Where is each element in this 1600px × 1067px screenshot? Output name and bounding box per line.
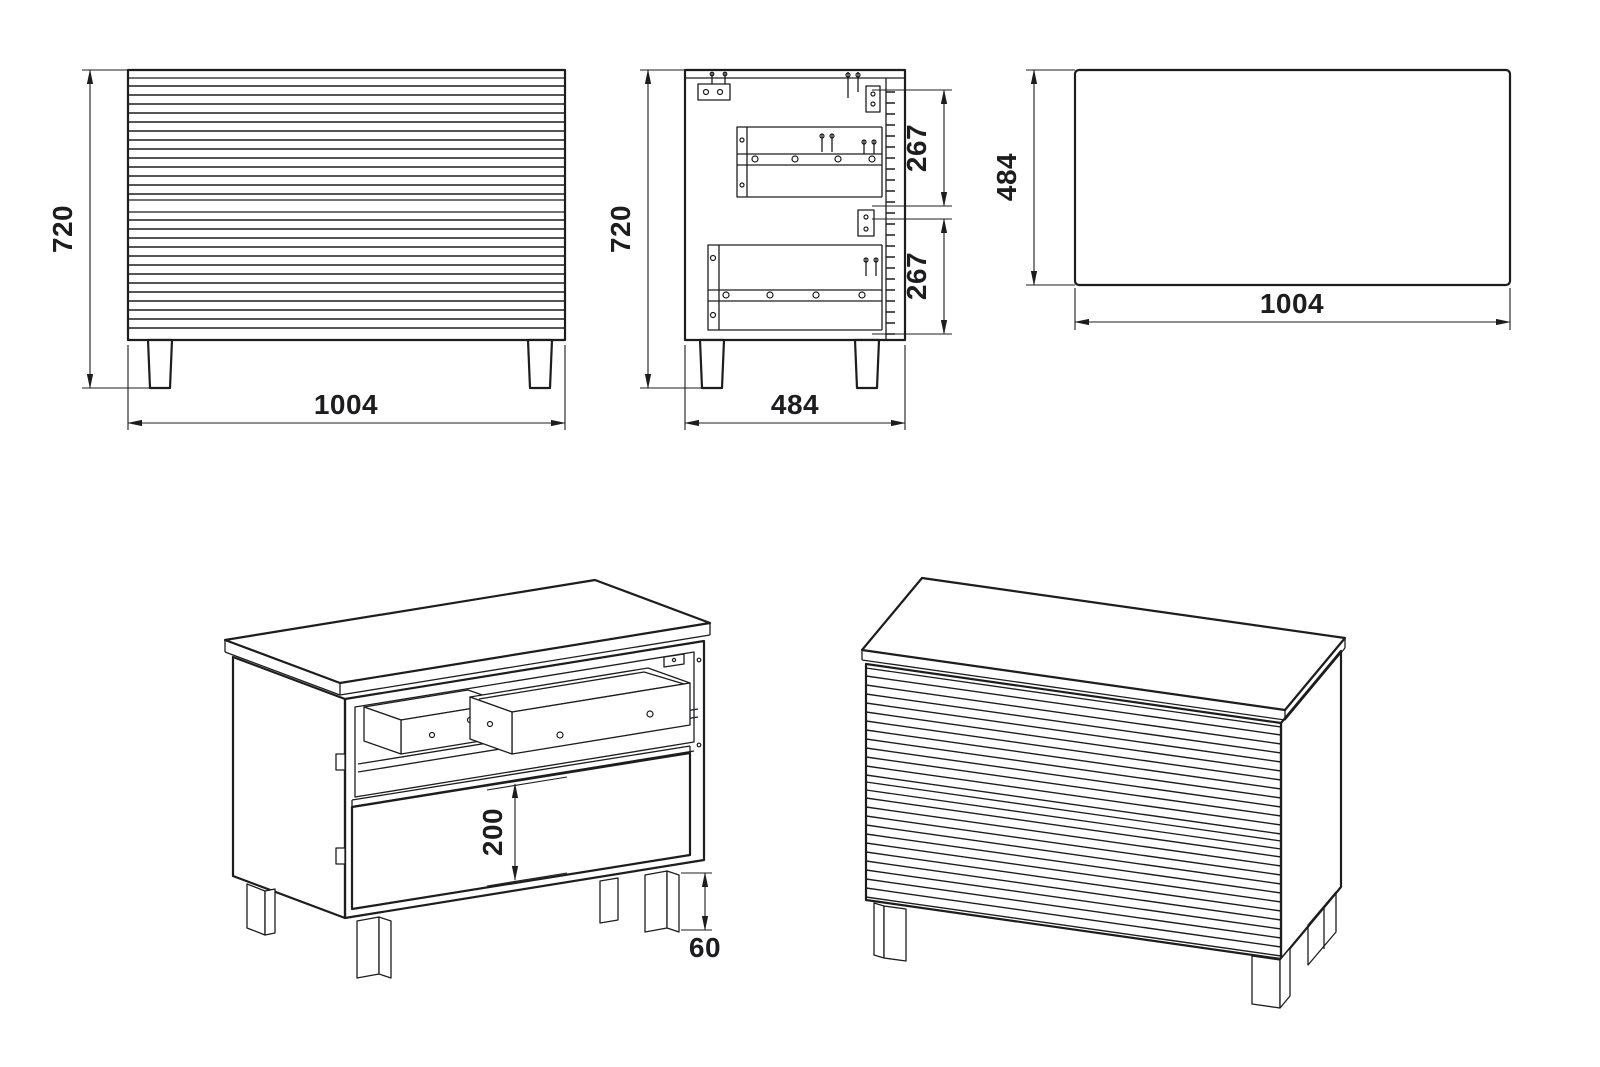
side-depth-dimension: 484	[684, 345, 906, 430]
iso-right-panel	[1279, 649, 1343, 961]
front-width-label: 1004	[314, 389, 378, 420]
extension-lines	[681, 872, 712, 931]
front-upper-drawer-slats	[128, 85, 565, 195]
iso-open-top-panel	[223, 578, 712, 696]
side-screw-symbols	[702, 71, 879, 319]
iso-open-drawer-opening	[354, 651, 695, 798]
iso-lower-drawer-slats	[865, 797, 1282, 957]
front-height-label: 720	[47, 205, 78, 253]
leg-height-dimension: 60	[681, 872, 721, 963]
upper-drawer-pitch-dimension: 267	[872, 89, 952, 207]
side-panel-edges	[685, 77, 905, 340]
top-view: 484 1004	[991, 68, 1512, 330]
top-width-dimension: 1004	[1074, 288, 1511, 330]
upper-drawer-pitch-label: 267	[901, 124, 932, 172]
iso-open-legs	[246, 870, 680, 979]
side-cabinet-outline	[683, 68, 907, 342]
iso-open-front-frame	[343, 639, 706, 920]
iso-drawer-front-edges	[865, 667, 1282, 850]
extension-ticks	[486, 776, 568, 887]
side-hardware-and-slides	[697, 72, 883, 331]
iso-top-panel	[860, 576, 1347, 721]
front-height-dimension: 720	[47, 69, 150, 389]
iso-assembled-view	[860, 576, 1347, 1009]
side-section-view: 720 484 267 267	[605, 68, 952, 430]
extension-lines	[684, 345, 906, 430]
drawer-box-height-label: 200	[477, 808, 508, 856]
front-view: 720 1004	[47, 68, 567, 430]
drawer-box-height-dimension: 200	[477, 776, 568, 887]
iso-assembled-legs	[873, 891, 1337, 1009]
iso-open-view: 200 60	[223, 578, 721, 979]
iso-open-drawer-box-right	[469, 667, 691, 755]
extension-lines	[1026, 69, 1075, 286]
lower-drawer-pitch-dimension: 267	[872, 218, 952, 335]
top-panel-outline	[1073, 68, 1512, 287]
lower-drawer-pitch-label: 267	[901, 252, 932, 300]
iso-open-left-panel	[231, 655, 347, 920]
front-cabinet-outline	[126, 68, 567, 342]
side-height-dimension: 720	[605, 69, 702, 389]
extension-lines	[872, 89, 952, 207]
iso-open-cam-covers	[335, 753, 346, 865]
extension-lines	[127, 345, 566, 430]
front-panel-edges	[128, 77, 565, 213]
top-depth-dimension: 484	[991, 69, 1075, 286]
top-width-label: 1004	[1260, 288, 1324, 319]
bracket-screw	[671, 657, 677, 663]
side-legs	[698, 338, 881, 390]
front-width-dimension: 1004	[127, 345, 566, 430]
iso-open-corner-bracket	[663, 653, 685, 668]
front-lower-drawer-slats	[128, 219, 565, 329]
front-legs	[146, 338, 554, 390]
leg-height-label: 60	[689, 932, 721, 963]
side-depth-label: 484	[771, 389, 819, 420]
iso-upper-drawer-slats	[865, 675, 1282, 835]
top-depth-label: 484	[991, 153, 1022, 201]
side-height-label: 720	[605, 205, 636, 253]
side-slat-profile-ticks	[886, 91, 895, 335]
frame-screw-mid	[696, 742, 702, 748]
extension-lines	[872, 218, 952, 335]
iso-open-bottom-drawer-front	[350, 745, 692, 911]
frame-screw-top	[696, 657, 702, 663]
